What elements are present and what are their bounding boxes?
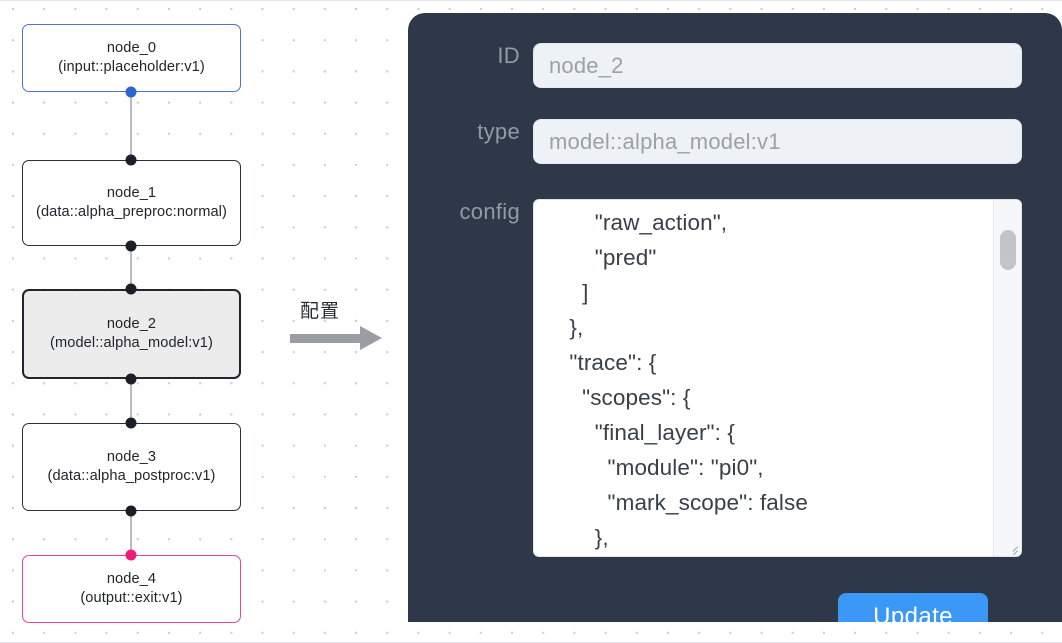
update-button[interactable]: Update [838, 593, 988, 622]
type-field-control: model::alpha_model:v1 [533, 119, 1062, 164]
id-input[interactable]: node_2 [533, 43, 1022, 88]
edge-node1-node2 [130, 246, 132, 290]
node-handle-node_0-source[interactable] [125, 86, 137, 98]
config-field-control: "raw_action", "pred" ] }, "trace": { "sc… [533, 199, 1062, 557]
config-code-line: "action_model": { [544, 555, 984, 556]
field-row-id: ID node_2 [408, 43, 1062, 88]
node-subtitle: (input::placeholder:v1) [58, 59, 205, 75]
config-code-line: }, [544, 525, 609, 550]
graph-node-node_3[interactable]: node_3 (data::alpha_postproc:v1) [22, 423, 241, 511]
config-field-label: config [459, 199, 520, 224]
graph-node-node_4[interactable]: node_4 (output::exit:v1) [22, 555, 241, 623]
graph-node-node_1[interactable]: node_1 (data::alpha_preproc:normal) [22, 160, 241, 246]
node-graph: node_0 (input::placeholder:v1) node_1 (d… [0, 0, 400, 643]
node-handle-node_2-target[interactable] [125, 283, 137, 295]
config-code-line: "mark_scope": false [544, 490, 808, 515]
configure-arrow-group: 配置 [288, 296, 396, 358]
node-config-panel: ID node_2 type model::alpha_model:v1 con… [408, 13, 1062, 622]
config-code-line: "raw_action", [544, 210, 728, 235]
canvas-top-divider [0, 0, 1062, 1]
node-handle-node_1-source[interactable] [125, 240, 137, 252]
resize-grip-icon[interactable] [1003, 539, 1019, 555]
config-code-line: "pred" [544, 245, 657, 270]
config-code-line: "final_layer": { [544, 420, 735, 445]
config-textarea[interactable]: "raw_action", "pred" ] }, "trace": { "sc… [533, 199, 1022, 557]
node-handle-node_3-target[interactable] [125, 417, 137, 429]
config-scrollbar-thumb[interactable] [1000, 230, 1016, 270]
graph-node-node_0[interactable]: node_0 (input::placeholder:v1) [22, 24, 241, 92]
arrow-shaft-icon [290, 334, 362, 343]
config-code-line: "scopes": { [544, 385, 691, 410]
node-handle-node_2-source[interactable] [125, 373, 137, 385]
type-input[interactable]: model::alpha_model:v1 [533, 119, 1022, 164]
node-handle-node_3-source[interactable] [125, 505, 137, 517]
graph-node-node_2[interactable]: node_2 (model::alpha_model:v1) [22, 289, 241, 379]
node-subtitle: (data::alpha_postproc:v1) [47, 468, 216, 484]
node-title: node_2 [106, 316, 157, 333]
config-text-content[interactable]: "raw_action", "pred" ] }, "trace": { "sc… [534, 200, 994, 556]
node-subtitle: (model::alpha_model:v1) [50, 335, 213, 351]
node-title: node_3 [106, 449, 157, 466]
id-field-control: node_2 [533, 43, 1062, 88]
config-code-line: ] [544, 280, 589, 305]
edge-node3-node4 [130, 511, 132, 555]
config-scrollbar[interactable] [993, 200, 1021, 556]
node-handle-node_1-target[interactable] [125, 154, 137, 166]
node-title: node_4 [106, 571, 157, 588]
edge-node0-node1 [130, 92, 132, 160]
config-code-line: "module": "pi0", [544, 455, 764, 480]
field-row-config: config "raw_action", "pred" ] }, "trace"… [408, 199, 1062, 557]
node-title: node_0 [106, 40, 157, 57]
arrow-head-icon [360, 326, 382, 350]
arrow-caption: 配置 [300, 300, 341, 322]
field-row-type: type model::alpha_model:v1 [408, 119, 1062, 164]
node-handle-node_4-target[interactable] [125, 549, 137, 561]
node-title: node_1 [106, 185, 157, 202]
edge-node2-node3 [130, 379, 132, 423]
type-field-label: type [477, 119, 520, 144]
id-field-label: ID [497, 43, 520, 68]
config-code-line: }, [544, 315, 584, 340]
node-subtitle: (output::exit:v1) [80, 590, 183, 606]
node-subtitle: (data::alpha_preproc:normal) [35, 204, 227, 220]
config-code-line: "trace": { [544, 350, 657, 375]
